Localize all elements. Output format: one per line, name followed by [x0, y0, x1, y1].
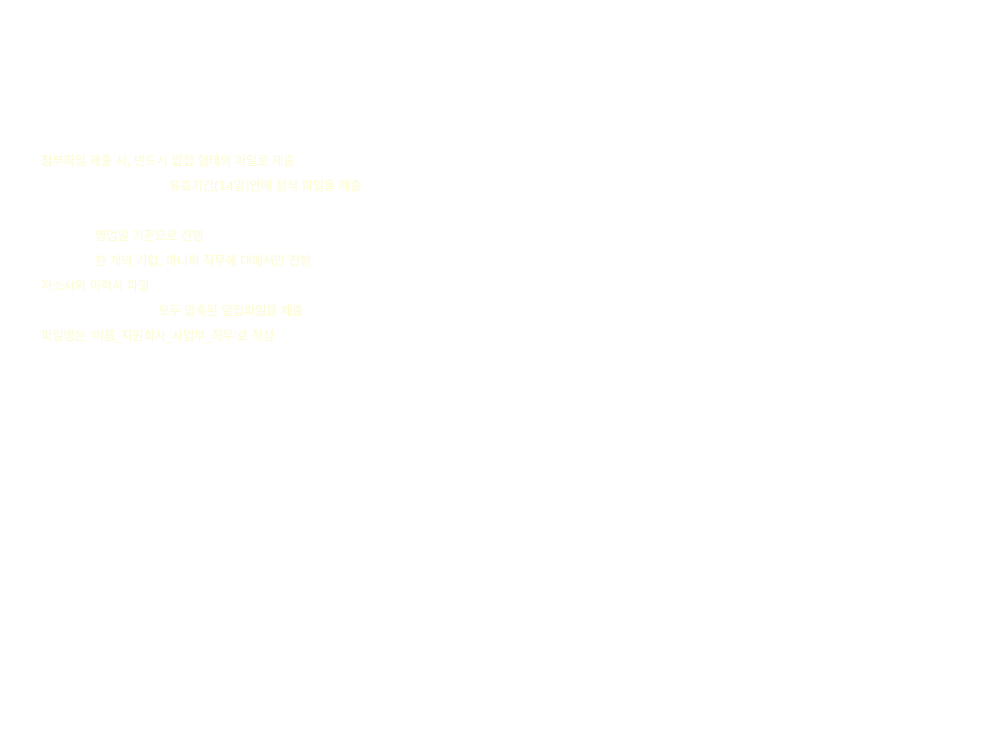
notice-line-attachment-format: 첨부파일 제출 시, 반드시 압접 형태의 파일로 제출 [41, 153, 295, 168]
notice-line-files: 자소서와 이력서 파일 [41, 278, 150, 293]
notice-line-single-company-job: 한 개의 기업, 하나의 직무에 대해서만 진행 [95, 253, 312, 268]
notice-line-business-days: 영업일 기준으로 진행 [95, 228, 204, 243]
notice-line-compressed-archive: 모두 압축된 알집파일을 제출 [158, 303, 304, 318]
notice-line-validity-period: 유효기간(14일)안에 정식 파일을 제출 [169, 178, 362, 193]
notice-line-filename-rule: 파일명은 '이름_지원회사_사업부_직무'로 작성 [41, 328, 275, 343]
